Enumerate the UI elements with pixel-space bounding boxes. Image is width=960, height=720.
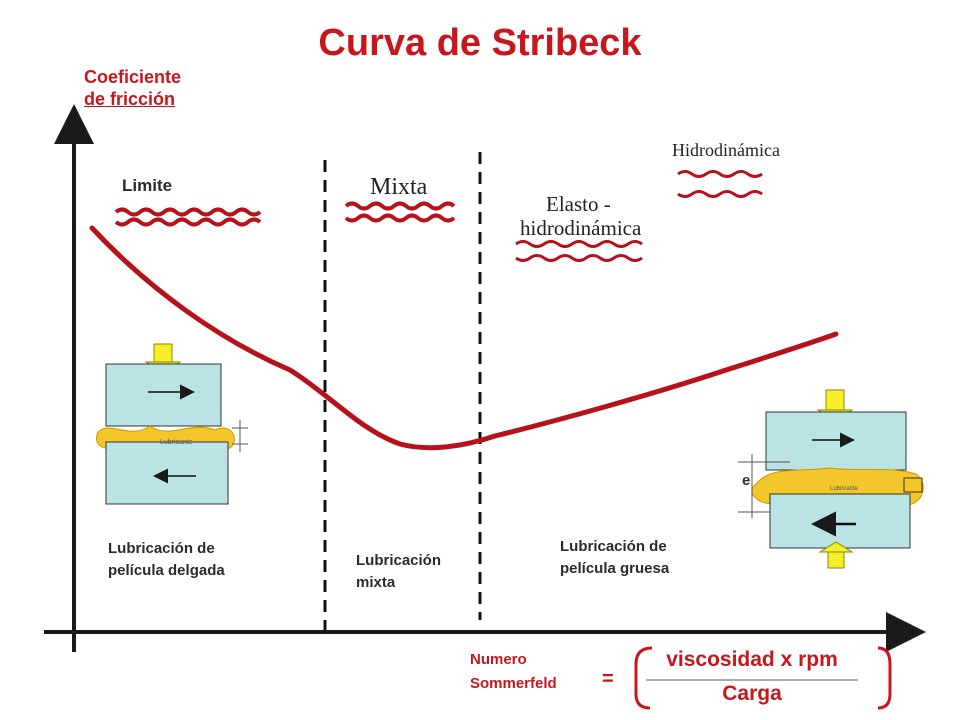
regime-limite-label: Limite xyxy=(122,176,173,195)
elasto-surface-icon xyxy=(515,240,643,262)
y-axis-label-line1: Coeficiente xyxy=(84,67,182,87)
formula-right-bracket xyxy=(877,646,892,710)
zone-thin-film-line1: Lubricación de xyxy=(108,540,215,557)
regime-elasto-label-line2: hidrodinámica xyxy=(520,216,642,240)
y-axis-label-line2: de fricción xyxy=(84,89,176,109)
zone-thin-film-label: Lubricación de película delgada xyxy=(108,538,225,582)
stribeck-curve xyxy=(89,225,839,451)
film-thickness-label: e xyxy=(742,472,751,489)
formula-numerator: viscosidad x rpm xyxy=(666,648,838,671)
regime-elasto-label-line1: Elasto - xyxy=(546,192,611,216)
limite-surface-icon xyxy=(114,207,262,227)
regime-hidrodinamica-label: Hidrodinámica xyxy=(672,140,780,160)
zone-mixed-line1: Lubricación xyxy=(356,552,442,569)
zone-thick-film-line2: película gruesa xyxy=(560,560,670,577)
regime-mixta-label: Mixta xyxy=(370,174,428,200)
mixta-surface-icon xyxy=(344,201,456,223)
y-axis-label: Coeficiente de fricción xyxy=(84,66,181,110)
diagram-title: Curva de Stribeck xyxy=(318,22,642,64)
formula-denominator: Carga xyxy=(722,682,782,705)
formula-left-bracket xyxy=(634,646,653,710)
zone-mixed-line2: mixta xyxy=(356,574,396,591)
zone-mixed-label: Lubricación mixta xyxy=(356,550,441,594)
thin-film-bearing-icon xyxy=(96,343,248,505)
sommerfeld-label: Numero Sommerfeld xyxy=(470,648,557,696)
formula-equals: = xyxy=(602,668,614,690)
sommerfeld-label-line2: Sommerfeld xyxy=(470,675,557,692)
thick-film-bearing-icon xyxy=(738,389,924,569)
lubricant-label-right: Lubricante xyxy=(830,486,859,492)
zone-thin-film-line2: película delgada xyxy=(108,562,225,579)
sommerfeld-label-line1: Numero xyxy=(470,651,527,668)
zone-thick-film-label: Lubricación de película gruesa xyxy=(560,536,669,580)
lubricant-label-left: Lubricante xyxy=(160,439,193,446)
zone-thick-film-line1: Lubricación de xyxy=(560,538,667,555)
hidrodinamica-surface-icon xyxy=(677,170,763,198)
